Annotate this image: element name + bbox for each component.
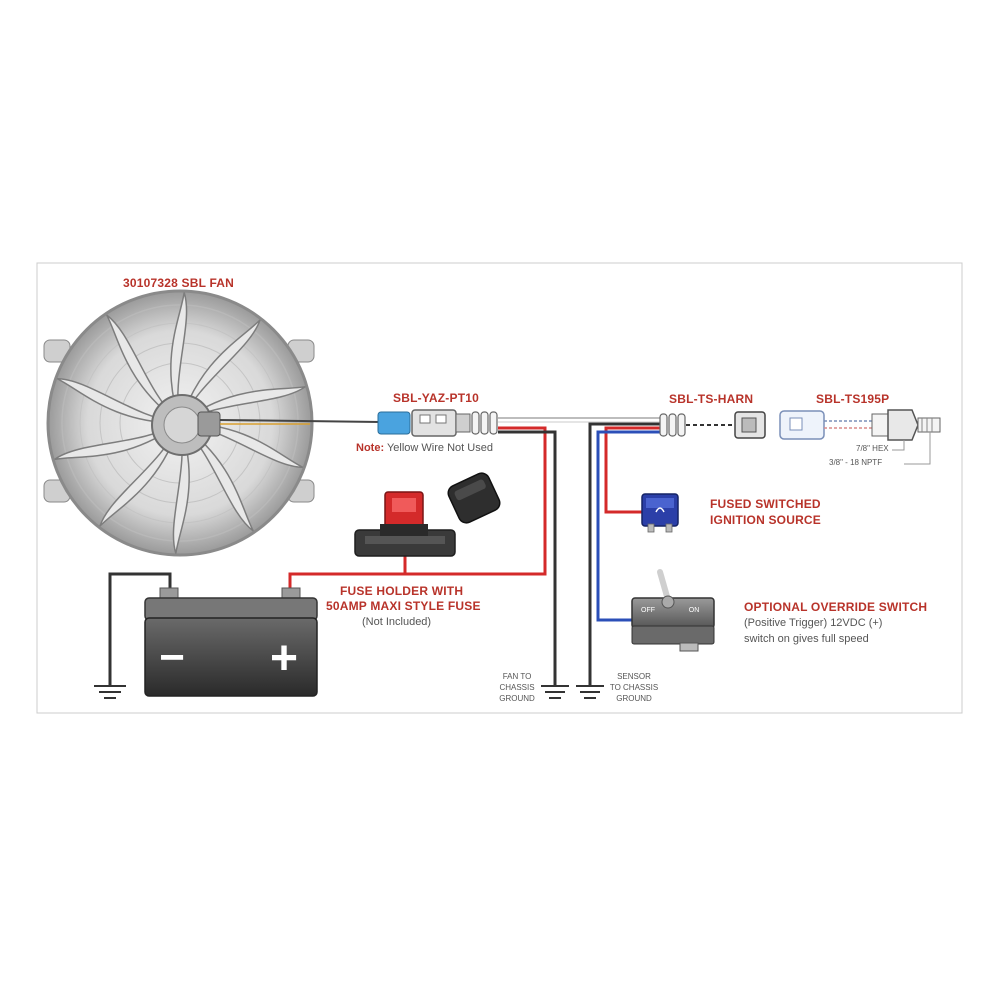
adapter-part-label: SBL-YAZ-PT10 bbox=[393, 391, 479, 405]
fused-source-line2: IGNITION SOURCE bbox=[710, 513, 822, 527]
diagram-frame bbox=[36, 262, 963, 714]
fan-ground-line1: FAN TO bbox=[502, 672, 532, 681]
ignition-wire bbox=[604, 426, 660, 514]
fuse-holder-line2: 50AMP MAXI STYLE FUSE bbox=[326, 599, 481, 613]
blade-fuse-icon bbox=[641, 493, 679, 533]
sensor-ground-line2: TO CHASSIS bbox=[609, 683, 659, 692]
fan-part-label: 30107328 SBL FAN bbox=[123, 276, 235, 290]
fuse-holder-note: (Not Included) bbox=[362, 616, 432, 628]
sensor-ground-line1: SENSOR bbox=[617, 672, 651, 681]
switch-off-label: OFF bbox=[641, 607, 655, 614]
fan-pigtail-wires bbox=[219, 419, 381, 425]
fuse-holder-icon bbox=[354, 472, 501, 557]
fan-power-wire bbox=[288, 426, 547, 596]
sensor-ground-label: SENSOR TO CHASSIS GROUND bbox=[604, 671, 664, 704]
fused-source-line1: FUSED SWITCHED bbox=[710, 497, 821, 511]
sensor-ground-line3: GROUND bbox=[616, 694, 652, 703]
sensor-ground-wire bbox=[588, 422, 660, 686]
switch-on-label: ON bbox=[689, 607, 700, 614]
toggle-switch-icon bbox=[631, 569, 715, 652]
fan-ground-line3: GROUND bbox=[499, 694, 535, 703]
main-harness-wire bbox=[498, 417, 660, 423]
temperature-sensor-icon bbox=[779, 409, 941, 465]
adapter-connector-icon bbox=[377, 409, 498, 437]
override-wire bbox=[596, 430, 660, 622]
note-prefix: Note: bbox=[356, 442, 385, 454]
battery-plus-sign: + bbox=[270, 632, 298, 685]
sensor-ground-icon bbox=[576, 685, 604, 699]
thread-size-label: 3/8" - 18 NPTF bbox=[829, 458, 883, 467]
battery-minus-sign: − bbox=[159, 633, 185, 682]
harness-connector-icon bbox=[659, 411, 766, 439]
sensor-part-label: SBL-TS195P bbox=[816, 392, 890, 406]
harness-part-label: SBL-TS-HARN bbox=[669, 392, 754, 406]
battery-icon bbox=[108, 572, 318, 697]
hex-size-label: 7/8" HEX bbox=[856, 444, 889, 453]
fan-ground-icon bbox=[541, 685, 569, 699]
fan-ground-wire bbox=[498, 430, 557, 686]
override-title: OPTIONAL OVERRIDE SWITCH bbox=[744, 600, 928, 614]
fan-ground-label: FAN TO CHASSIS GROUND bbox=[494, 671, 540, 704]
fuse-holder-line1: FUSE HOLDER WITH bbox=[340, 584, 464, 598]
note-label: Note: Yellow Wire Not Used bbox=[356, 442, 493, 454]
override-line2: switch on gives full speed bbox=[744, 633, 869, 645]
ground-icon bbox=[94, 685, 126, 699]
fan-icon bbox=[43, 289, 315, 557]
fan-ground-line2: CHASSIS bbox=[499, 683, 535, 692]
note-text: Yellow Wire Not Used bbox=[386, 442, 493, 454]
override-line1: (Positive Trigger) 12VDC (+) bbox=[744, 617, 883, 629]
